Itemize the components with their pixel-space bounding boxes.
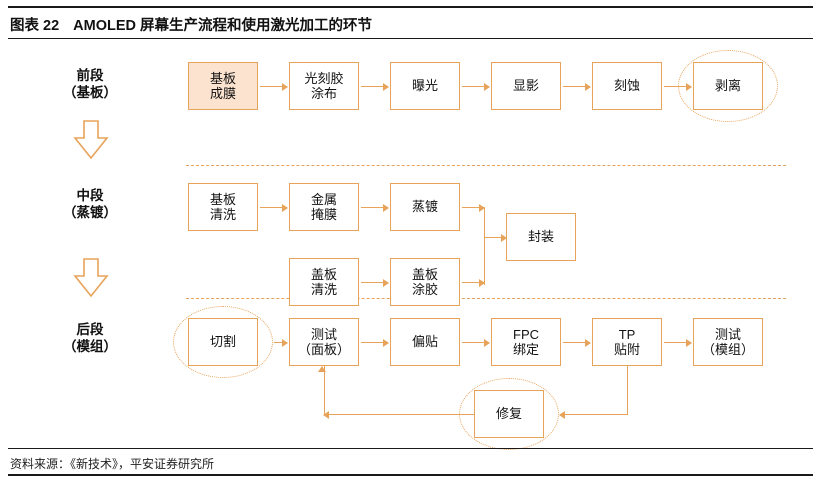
laser-highlight-repair xyxy=(459,378,559,450)
arrow-front-2 xyxy=(361,83,389,91)
arrow-repair-in xyxy=(559,411,628,419)
arrow-back-3 xyxy=(462,339,490,347)
process-box-substrate-film[interactable]: 基板 成膜 xyxy=(188,62,258,110)
title-divider xyxy=(8,38,813,39)
process-box-encapsulation[interactable]: 封装 xyxy=(506,213,576,261)
stage-label-front: 前段 （基板） xyxy=(63,68,117,100)
exhibit-frame xyxy=(8,6,813,476)
arrow-front-4 xyxy=(563,83,591,91)
laser-highlight-cut xyxy=(173,306,273,378)
process-box-etch[interactable]: 刻蚀 xyxy=(592,62,662,110)
process-box-substrate-clean[interactable]: 基板 清洗 xyxy=(188,183,258,231)
source-divider xyxy=(8,448,813,449)
connector-repair-return-up xyxy=(324,366,325,414)
process-box-cover-clean[interactable]: 盖板 清洗 xyxy=(289,258,359,306)
arrow-back-5 xyxy=(664,339,692,347)
stage-flow-arrow-2 xyxy=(73,258,109,298)
connector-merge-vertical xyxy=(484,207,485,285)
arrow-front-1 xyxy=(260,83,288,91)
process-box-cover-glue[interactable]: 盖板 涂胶 xyxy=(390,258,460,306)
exhibit-title-text: AMOLED 屏幕生产流程和使用激光加工的环节 xyxy=(73,17,373,34)
process-box-metal-mask[interactable]: 金属 掩膜 xyxy=(289,183,359,231)
process-box-test-panel[interactable]: 测试 （面板） xyxy=(289,318,359,366)
stage-separator-1 xyxy=(186,165,786,166)
exhibit-title: 图表 22 AMOLED 屏幕生产流程和使用激光加工的环节 xyxy=(10,10,810,38)
arrow-repair-out xyxy=(323,411,474,419)
connector-repair-down xyxy=(627,366,628,414)
process-box-photoresist-coating[interactable]: 光刻胶 涂布 xyxy=(289,62,359,110)
process-box-fpc-bonding[interactable]: FPC 绑定 xyxy=(491,318,561,366)
arrow-mid-merge-top xyxy=(462,204,485,212)
arrow-front-3 xyxy=(462,83,490,91)
process-box-develop[interactable]: 显影 xyxy=(491,62,561,110)
process-box-test-module[interactable]: 测试 （模组） xyxy=(693,318,763,366)
process-box-tp-attach[interactable]: TP 贴附 xyxy=(592,318,662,366)
stage-label-back: 后段 （模组） xyxy=(63,322,117,354)
process-box-exposure[interactable]: 曝光 xyxy=(390,62,460,110)
arrow-mid-1 xyxy=(260,204,288,212)
laser-highlight-peel xyxy=(678,50,778,122)
arrow-to-encapsulation xyxy=(484,234,507,242)
arrow-mid-merge-bottom xyxy=(462,279,485,287)
process-box-evaporation[interactable]: 蒸镀 xyxy=(390,183,460,231)
stage-flow-arrow-1 xyxy=(73,120,109,160)
arrow-back-4 xyxy=(563,339,591,347)
stage-label-middle: 中段 （蒸镀） xyxy=(63,188,117,220)
exhibit-number: 图表 22 xyxy=(10,17,60,34)
arrow-back-2 xyxy=(361,339,389,347)
source-note: 资料来源：《新技术》，平安证券研究所 xyxy=(10,457,215,471)
flow-diagram: 前段 （基板） 中段 （蒸镀） 后段 （模组） 基板 成膜 光刻胶 涂布 曝光 … xyxy=(0,40,821,450)
arrowhead-repair-return xyxy=(318,366,326,372)
stage-separator-2 xyxy=(186,298,786,299)
process-box-polarizer[interactable]: 偏贴 xyxy=(390,318,460,366)
arrow-mid-3 xyxy=(361,279,389,287)
arrow-back-1 xyxy=(274,339,288,347)
arrow-mid-2 xyxy=(361,204,389,212)
